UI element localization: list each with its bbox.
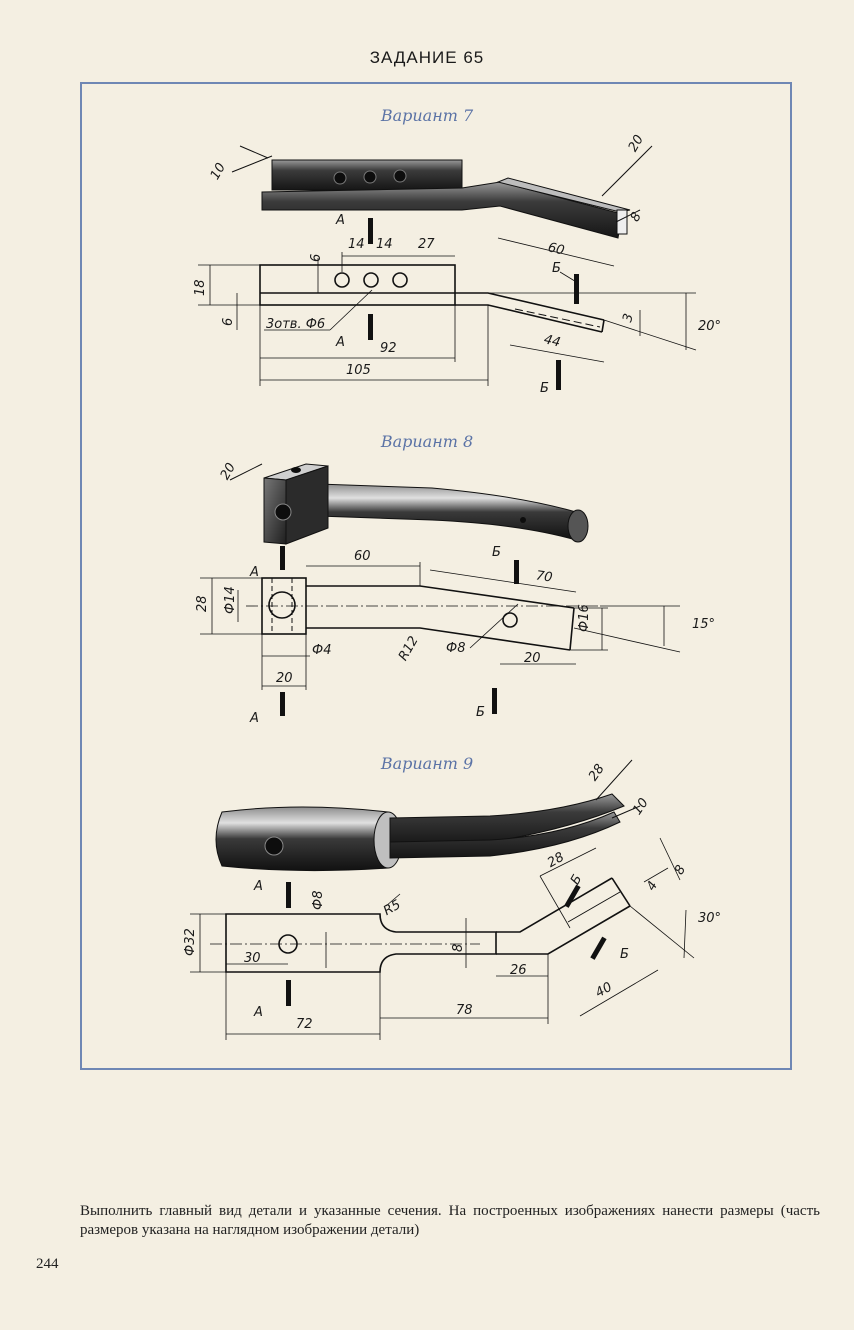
variant-8-section-marks [280,546,519,716]
variant-9-label: 8 [451,944,466,952]
variant-9-label: 30 [244,951,261,966]
variant-7-title: Вариант 7 [380,106,474,125]
variant-7-label: Б [540,381,549,396]
page-number: 244 [36,1256,59,1272]
variant-9-isometric [215,759,641,872]
variant-9-label: А [253,1005,263,1020]
variant-9-label: R5 [381,897,403,919]
task-frame [80,82,792,1070]
variant-7-label: 14 [376,237,393,252]
variant-8-label: R12 [396,634,422,664]
variant-9-label: 28 [545,850,567,871]
variant-9-label: Б [620,947,629,962]
variant-7-drawing: 10 20 8 [193,133,721,396]
page-title: ЗАДАНИЕ 65 [369,48,485,67]
variant-8-title: Вариант 8 [380,432,474,451]
variant-7-label: 3 [620,312,637,324]
variant-9-label: 4 [644,879,661,894]
variant-8-label: 60 [354,549,371,564]
variant-8-label: Ф16 [577,604,592,632]
variant-7-label: 3отв. Ф6 [266,317,325,332]
variant-7-label: 44 [542,332,561,350]
variant-7-label: 14 [348,237,365,252]
variant-8-label: 70 [535,569,553,586]
variant-7-label: А [335,213,345,228]
variant-9-label: 8 [672,863,689,878]
variant-7-label: 60 [546,240,565,258]
variant-8-label: А [249,565,259,580]
variant-9-label: А [253,879,263,894]
variant-8-label: А [249,711,259,726]
variant-9-section-marks [286,882,607,1006]
variant-7-label: Б [552,261,561,276]
variant-7-label: 105 [346,363,371,378]
variant-7-label: 20° [698,319,721,334]
variant-8-label: 20 [276,671,293,686]
variant-9-label: 40 [593,980,615,1001]
variant-9-main-view [210,877,631,973]
variant-9-label: 10 [630,796,652,818]
variant-8-drawing: 20 [195,461,715,726]
variant-7-label: 18 [193,279,208,296]
variant-9-drawing: 28 10 [183,759,721,1040]
variant-7-label: 6 [221,318,236,326]
variant-7-label: 20 [626,133,647,155]
variant-9-label: 28 [586,762,608,784]
variant-9-title: Вариант 9 [380,754,474,773]
variant-7-section-marks [368,218,579,390]
variant-8-main-view [246,577,600,651]
variant-8-label: Б [492,545,501,560]
variant-7-isometric [231,145,653,239]
variant-8-label: 15° [692,617,715,632]
technical-drawings: 10 20 8 [183,133,721,1040]
variant-8-label: 20 [218,461,239,483]
variant-8-isometric [229,463,589,545]
variant-9-label: 30° [698,911,721,926]
variant-9-label: 78 [456,1003,473,1018]
task-instructions: Выполнить главный вид детали и указанные… [80,1203,820,1238]
variant-8-label: Ф4 [312,643,331,658]
variant-9-label: 26 [510,963,527,978]
variant-9-dimension-lines [190,837,695,1040]
variant-7-label: 10 [208,161,229,183]
variant-8-label: Ф14 [223,586,238,614]
variant-9-label: Ф8 [311,891,326,910]
variant-8-dimension-lines [200,562,681,690]
variant-7-label: А [335,335,345,350]
variant-7-dimension-lines [198,237,697,386]
variant-9-label: Ф32 [183,928,198,956]
variant-7-label: 92 [380,341,397,356]
variant-8-label: Б [476,705,485,720]
variant-8-label: 20 [524,651,541,666]
variant-8-label: Ф8 [446,641,465,656]
variant-8-label: 28 [195,595,210,612]
variant-7-label: 27 [418,237,435,252]
variant-7-label: 6 [309,254,324,262]
variant-9-label: Б [568,872,585,887]
variant-9-label: 72 [296,1017,313,1032]
